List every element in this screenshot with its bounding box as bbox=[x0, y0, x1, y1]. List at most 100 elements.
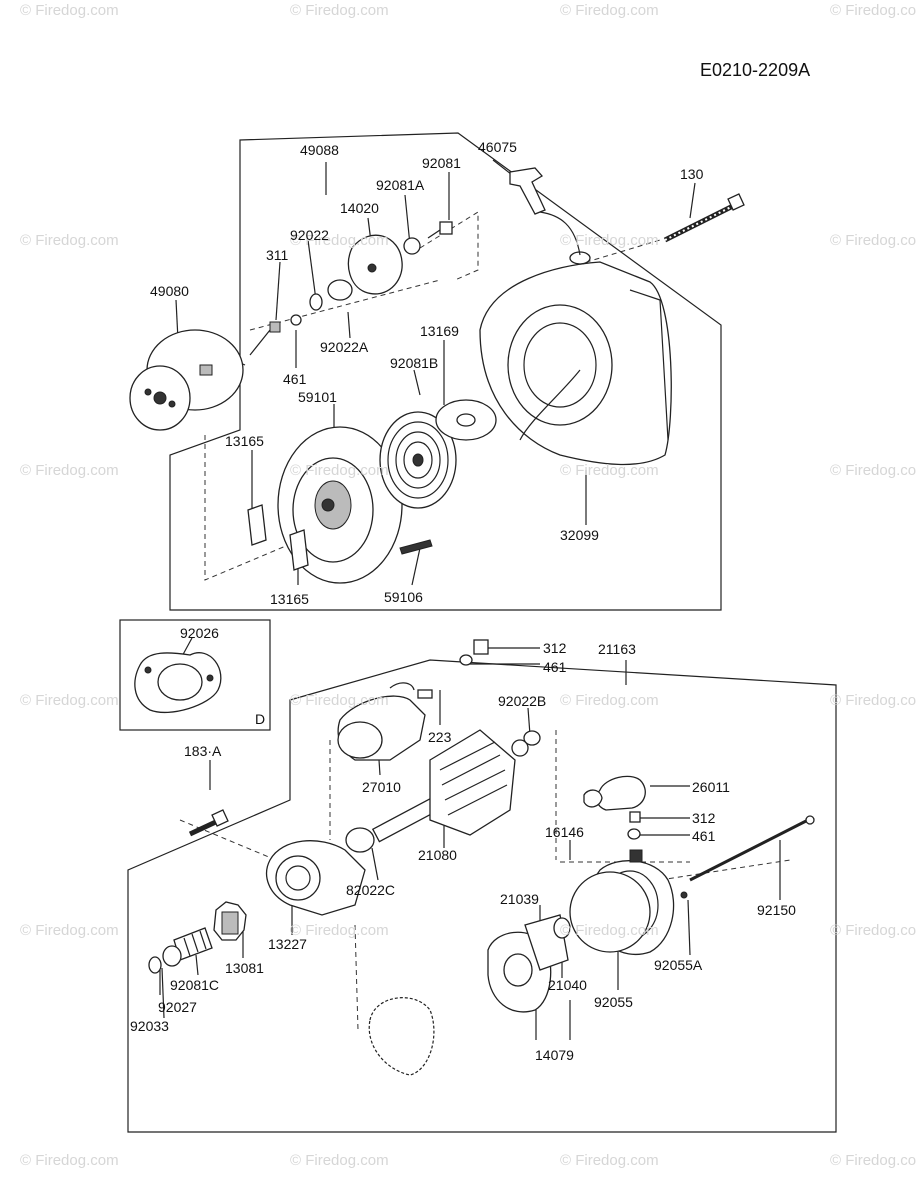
watermark: © Firedog.com bbox=[290, 1152, 389, 1169]
callout-312-lower[interactable]: 312 bbox=[692, 810, 716, 826]
callout-46075[interactable]: 46075 bbox=[478, 139, 517, 155]
callout-312-upper[interactable]: 312 bbox=[543, 640, 567, 656]
callout-92150[interactable]: 92150 bbox=[757, 902, 796, 918]
callout-13165-upper[interactable]: 13165 bbox=[225, 433, 264, 449]
watermark: © Firedog.com bbox=[290, 2, 389, 19]
small-parts-upper bbox=[247, 221, 453, 571]
callout-21080[interactable]: 21080 bbox=[418, 847, 457, 863]
watermark: © Firedog.com bbox=[20, 922, 119, 939]
watermark: © Firedog.com bbox=[560, 232, 659, 249]
starter-reel-59101 bbox=[277, 426, 403, 584]
armature-21080 bbox=[371, 729, 541, 843]
callout-59106[interactable]: 59106 bbox=[384, 589, 423, 605]
callout-49088[interactable]: 49088 bbox=[300, 142, 339, 158]
watermark: © Firedog.com bbox=[20, 1152, 119, 1169]
nut-washer-312-461 bbox=[459, 639, 489, 666]
callout-27010[interactable]: 27010 bbox=[362, 779, 401, 795]
yoke-shadow bbox=[368, 997, 435, 1076]
dashed-guides-upper bbox=[204, 211, 661, 581]
callout-92081[interactable]: 92081 bbox=[422, 155, 461, 171]
spiral-spring-92081B bbox=[379, 411, 457, 509]
clips-92027-92033 bbox=[148, 945, 182, 974]
watermark: © Firedog.com bbox=[830, 2, 917, 19]
callout-49080[interactable]: 49080 bbox=[150, 283, 189, 299]
callout-461-upper[interactable]: 461 bbox=[283, 371, 307, 387]
washer-21040 bbox=[553, 917, 571, 939]
callout-13169[interactable]: 13169 bbox=[420, 323, 459, 339]
brush-plate-21039 bbox=[487, 914, 569, 1013]
small-parts-lower-right bbox=[627, 811, 641, 840]
watermark: © Firedog.com bbox=[290, 922, 389, 939]
watermark: © Firedog.com bbox=[830, 462, 917, 479]
watermark: © Firedog.com bbox=[560, 1152, 659, 1169]
watermark: © Firedog.com bbox=[560, 2, 659, 19]
callout-13081[interactable]: 13081 bbox=[225, 960, 264, 976]
watermark: © Firedog.com bbox=[20, 462, 119, 479]
callout-223[interactable]: 223 bbox=[428, 729, 452, 745]
callout-26011[interactable]: 26011 bbox=[692, 779, 730, 795]
starter-pulley-49080 bbox=[129, 329, 244, 431]
callout-59101[interactable]: 59101 bbox=[298, 389, 337, 405]
callout-130[interactable]: 130 bbox=[680, 166, 704, 182]
callout-92055[interactable]: 92055 bbox=[594, 994, 633, 1010]
watermark: © Firedog.com bbox=[290, 692, 389, 709]
callout-21163[interactable]: 21163 bbox=[598, 641, 636, 657]
starter-case-32099 bbox=[479, 251, 672, 466]
callout-311[interactable]: 311 bbox=[266, 247, 289, 263]
callout-16146[interactable]: 16146 bbox=[545, 824, 584, 840]
callout-21039[interactable]: 21039 bbox=[500, 891, 539, 907]
watermark: © Firedog.com bbox=[560, 462, 659, 479]
callout-92081B[interactable]: 92081B bbox=[390, 355, 439, 371]
callout-92081A[interactable]: 92081A bbox=[376, 177, 425, 193]
watermark: © Firedog.com bbox=[290, 232, 389, 249]
callout-14020[interactable]: 14020 bbox=[340, 200, 379, 216]
front-housing-13227 bbox=[266, 840, 366, 916]
washer-13169 bbox=[435, 399, 497, 441]
starter-handle-46075 bbox=[509, 167, 581, 256]
watermark: © Firedog.com bbox=[830, 1152, 917, 1169]
callout-92081C[interactable]: 92081C bbox=[170, 977, 220, 993]
watermark: © Firedog.com bbox=[20, 692, 119, 709]
callout-461-lower[interactable]: 461 bbox=[692, 828, 716, 844]
cap-14020 bbox=[347, 234, 403, 295]
watermark: © Firedog.com bbox=[560, 692, 659, 709]
callout-d[interactable]: D bbox=[255, 711, 266, 727]
callout-13227[interactable]: 13227 bbox=[268, 936, 307, 952]
watermark: © Firedog.com bbox=[290, 462, 389, 479]
brush-holder-26011 bbox=[583, 775, 646, 811]
watermark: © Firedog.com bbox=[830, 922, 917, 939]
leader-lines-lower bbox=[159, 637, 781, 1040]
o-ring-82022C bbox=[345, 827, 375, 853]
recoil-starter-frame bbox=[169, 132, 722, 611]
bolt-130 bbox=[663, 193, 745, 243]
watermark: © Firedog.com bbox=[560, 922, 659, 939]
callout-82022C[interactable]: 82022C bbox=[346, 882, 396, 898]
callout-32099[interactable]: 32099 bbox=[560, 527, 599, 543]
inset-box-d bbox=[119, 619, 271, 731]
callout-92055A[interactable]: 92055A bbox=[654, 957, 703, 973]
callout-92033[interactable]: 92033 bbox=[130, 1018, 169, 1034]
rear-cover-92055 bbox=[569, 849, 675, 956]
gasket-92026 bbox=[134, 652, 222, 714]
watermark: © Firedog.com bbox=[830, 692, 917, 709]
watermark: © Firedog.com bbox=[830, 232, 917, 249]
watermark: © Firedog.com bbox=[20, 2, 119, 19]
callout-92027[interactable]: 92027 bbox=[158, 999, 197, 1015]
callout-14079[interactable]: 14079 bbox=[535, 1047, 574, 1063]
bolt-183A bbox=[188, 809, 229, 837]
callout-13165-lower[interactable]: 13165 bbox=[270, 591, 309, 607]
watermark: © Firedog.com bbox=[20, 232, 119, 249]
callout-92022[interactable]: 92022 bbox=[290, 227, 329, 243]
diagram-id: E0210-2209A bbox=[700, 60, 811, 80]
solenoid-27010 bbox=[337, 682, 433, 761]
through-bolt-92150 bbox=[680, 815, 815, 899]
electric-starter-frame bbox=[127, 659, 837, 1133]
callout-183A[interactable]: 183·A bbox=[184, 743, 222, 759]
callout-461-middle[interactable]: 461 bbox=[543, 659, 567, 675]
callout-92026[interactable]: 92026 bbox=[180, 625, 219, 641]
pinion-13081 bbox=[213, 901, 247, 941]
callout-92022A[interactable]: 92022A bbox=[320, 339, 369, 355]
callout-21040[interactable]: 21040 bbox=[548, 977, 587, 993]
callout-92022B[interactable]: 92022B bbox=[498, 693, 547, 709]
